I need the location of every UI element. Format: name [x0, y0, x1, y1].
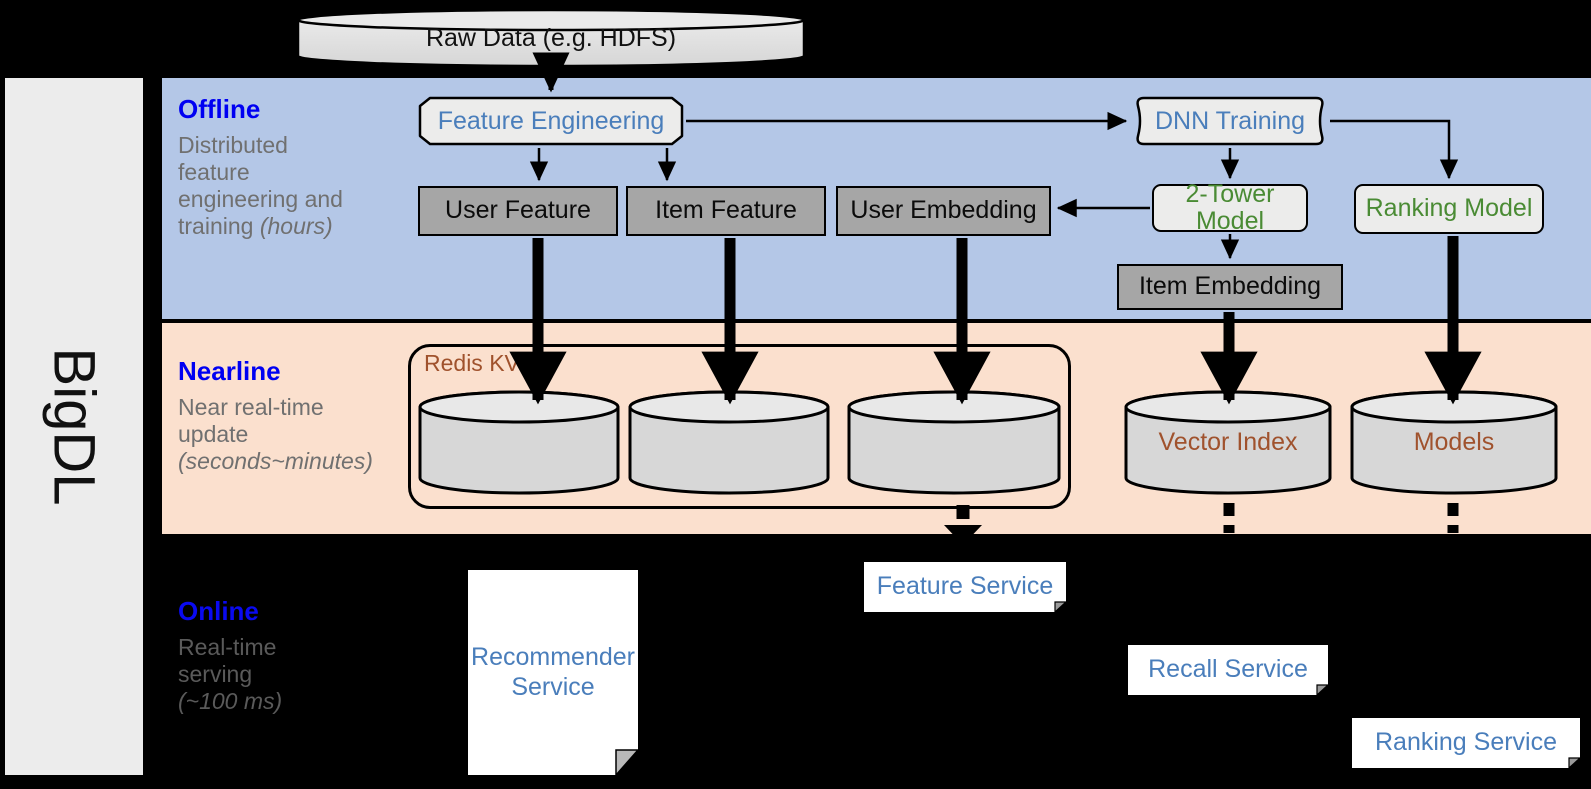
models-label: Models	[1413, 428, 1495, 456]
two-tower-model-box[interactable]: 2-Tower Model	[1152, 180, 1308, 235]
dnn-training-label: DNN Training	[1154, 106, 1306, 135]
band-title-nearline: Nearline	[178, 356, 281, 386]
item-feature-label: Item Feature	[655, 196, 797, 225]
recall-service-label: Recall Service	[1148, 655, 1308, 684]
ranking-service-label: Ranking Service	[1374, 728, 1558, 757]
recommender-service-label: Recommender Service	[471, 643, 635, 701]
two-tower-model-label: 2-Tower Model	[1185, 179, 1275, 235]
feature-engineering-node[interactable]: Feature Engineering	[418, 96, 684, 146]
user-feature-label: User Feature	[445, 196, 591, 225]
kv-store-cylinder-1[interactable]	[418, 390, 620, 495]
redis-kv-label: Redis KV	[424, 350, 520, 376]
feature-service-label: Feature Service	[876, 572, 1054, 601]
vector-index-label: Vector Index	[1158, 428, 1298, 456]
dnn-training-node[interactable]: DNN Training	[1132, 96, 1328, 146]
raw-data-label: Raw Data (e.g. HDFS)	[425, 23, 677, 52]
band-title-offline: Offline	[178, 94, 261, 124]
kv-store-label-1	[418, 390, 620, 495]
item-feature-box[interactable]: Item Feature	[626, 186, 826, 236]
feature-service-node[interactable]: Feature Service	[864, 562, 1066, 612]
bigdl-logo-text: BigDL	[5, 78, 143, 775]
redis-kv-group[interactable]	[408, 344, 1071, 509]
recall-service-node[interactable]: Recall Service	[1128, 645, 1328, 695]
raw-data-cylinder[interactable]: Raw Data (e.g. HDFS)	[296, 8, 806, 68]
item-embedding-label: Item Embedding	[1138, 272, 1322, 301]
user-feature-box[interactable]: User Feature	[418, 186, 618, 236]
vector-index-cylinder[interactable]: Vector Index	[1124, 390, 1332, 495]
ranking-model-box[interactable]: Ranking Model	[1354, 184, 1544, 234]
kv-store-label-2	[628, 390, 830, 495]
kv-store-cylinder-3[interactable]	[847, 390, 1061, 495]
kv-store-label-3	[847, 390, 1061, 495]
ranking-service-node[interactable]: Ranking Service	[1352, 718, 1580, 768]
band-title-online: Online	[178, 596, 259, 626]
kv-store-cylinder-2[interactable]	[628, 390, 830, 495]
recommender-service-node[interactable]: Recommender Service	[468, 570, 638, 775]
user-embedding-box[interactable]: User Embedding	[836, 186, 1051, 236]
ranking-model-label: Ranking Model	[1365, 194, 1533, 223]
models-cylinder[interactable]: Models	[1350, 390, 1558, 495]
item-embedding-box[interactable]: Item Embedding	[1117, 264, 1343, 310]
bigdl-rail: BigDL	[5, 78, 143, 775]
bigdl-label-text: BigDL	[41, 347, 107, 506]
user-embedding-label: User Embedding	[850, 196, 1037, 225]
feature-engineering-label: Feature Engineering	[437, 106, 665, 135]
